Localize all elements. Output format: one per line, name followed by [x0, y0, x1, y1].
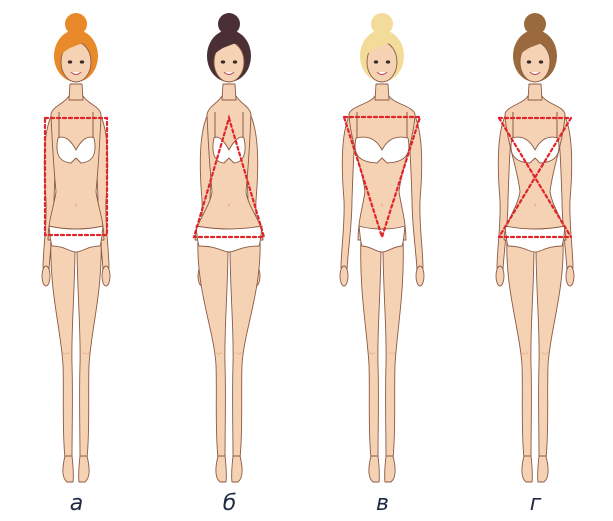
left-leg: [51, 238, 75, 458]
woman-illustration: [340, 13, 424, 482]
hair-top: [524, 13, 546, 35]
right-leg: [230, 238, 260, 458]
left-foot: [369, 456, 379, 482]
left-foot: [63, 456, 73, 482]
right-leg: [383, 238, 403, 458]
left-eye: [68, 60, 72, 63]
woman-illustration: [195, 13, 263, 482]
figure-c: в: [306, 0, 459, 521]
left-leg: [507, 238, 534, 458]
figure-b-drawing: [153, 0, 306, 521]
right-foot: [538, 456, 548, 482]
right-eye: [386, 60, 390, 63]
hair-top: [371, 13, 393, 35]
neck: [375, 84, 389, 100]
left-leg: [198, 238, 228, 458]
left-leg: [361, 238, 381, 458]
right-foot: [385, 456, 395, 482]
right-eye: [233, 60, 237, 63]
right-leg: [536, 238, 563, 458]
right-eye: [539, 60, 543, 63]
right-hand: [566, 266, 574, 286]
figure-b: б: [153, 0, 306, 521]
figure-c-drawing: [306, 0, 459, 521]
left-hand: [42, 266, 50, 286]
figure-b-label: б: [153, 492, 306, 516]
neck: [222, 84, 236, 100]
right-hand: [416, 266, 424, 286]
woman-illustration: [496, 13, 574, 482]
right-eye: [80, 60, 84, 63]
left-hand: [340, 266, 348, 286]
navel: [534, 203, 536, 206]
figure-a-label: а: [0, 492, 153, 516]
navel: [75, 203, 77, 206]
woman-illustration: [42, 13, 110, 482]
neck: [69, 84, 83, 100]
figure-d-label: г: [459, 492, 612, 516]
right-foot: [232, 456, 242, 482]
hair-top: [218, 13, 240, 35]
left-foot: [522, 456, 532, 482]
navel: [381, 203, 383, 206]
left-hand: [496, 266, 504, 286]
figure-a-drawing: [0, 0, 153, 521]
left-foot: [216, 456, 226, 482]
figure-d-drawing: [459, 0, 612, 521]
left-eye: [527, 60, 531, 63]
figure-c-label: в: [306, 492, 459, 516]
right-leg: [77, 238, 101, 458]
figure-d: г: [459, 0, 612, 521]
right-foot: [79, 456, 89, 482]
left-eye: [221, 60, 225, 63]
right-hand: [102, 266, 110, 286]
figure-a: а: [0, 0, 153, 521]
hair-top: [65, 13, 87, 35]
neck: [528, 84, 542, 100]
left-eye: [374, 60, 378, 63]
navel: [228, 203, 230, 206]
